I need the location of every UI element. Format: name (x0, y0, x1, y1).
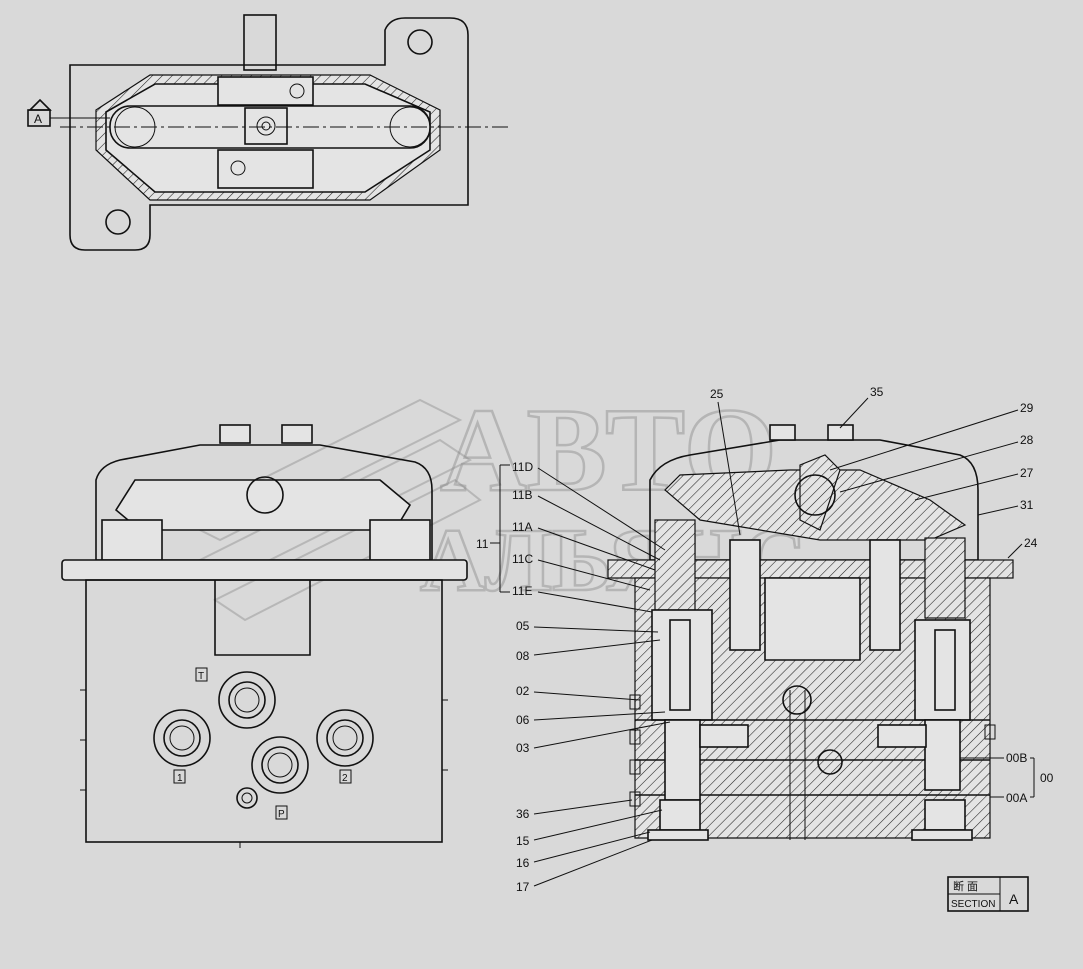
callout-27: 27 (1020, 466, 1034, 480)
port-1-label: 1 (177, 773, 183, 784)
callout-11B: 11B (512, 488, 532, 502)
callout-06: 06 (516, 713, 530, 727)
section-letter: A (1009, 891, 1019, 907)
port-P-label: P (278, 809, 285, 820)
callout-17: 17 (516, 880, 530, 894)
front-view: T 1 2 P (61, 424, 468, 848)
callout-28: 28 (1020, 433, 1034, 447)
callout-24: 24 (1024, 536, 1038, 550)
callout-11C: 11C (512, 552, 533, 566)
section-box: 断 面 SECTION A (947, 876, 1029, 912)
port-T-label: T (198, 671, 204, 682)
port-P: P (236, 736, 309, 820)
callout-00A: 00A (1006, 791, 1027, 805)
callouts-right: 00B 00A 00 (960, 751, 1054, 805)
callout-03: 03 (516, 741, 530, 755)
group-label-00: 00 (1040, 771, 1054, 785)
callout-15: 15 (516, 834, 530, 848)
section-marker-label: A (34, 112, 42, 126)
section-kanji: 断 面 (953, 879, 978, 893)
callout-00B: 00B (1006, 751, 1027, 765)
callout-16: 16 (516, 856, 530, 870)
callout-02: 02 (516, 684, 530, 698)
callouts-left: 11D 11B 11A 11C 11E 11 05 08 02 06 03 36… (476, 460, 671, 894)
top-view: A (27, 14, 510, 251)
port-2: 2 (316, 709, 374, 784)
group-label-11: 11 (476, 537, 489, 551)
callout-29: 29 (1020, 401, 1034, 415)
port-2-label: 2 (342, 773, 348, 784)
callout-11E: 11E (512, 584, 532, 598)
port-T: T (195, 667, 276, 729)
callout-08: 08 (516, 649, 530, 663)
callout-35: 35 (870, 385, 884, 399)
callout-36: 36 (516, 807, 530, 821)
callout-31: 31 (1020, 498, 1034, 512)
callouts-top: 25 35 29 28 27 31 24 (710, 385, 1038, 559)
callout-25: 25 (710, 387, 724, 401)
port-1: 1 (153, 709, 211, 784)
callout-11A: 11A (512, 520, 532, 534)
section-view (607, 424, 1014, 841)
callout-05: 05 (516, 619, 530, 633)
section-word: SECTION (951, 899, 995, 910)
callout-11D: 11D (512, 460, 533, 474)
